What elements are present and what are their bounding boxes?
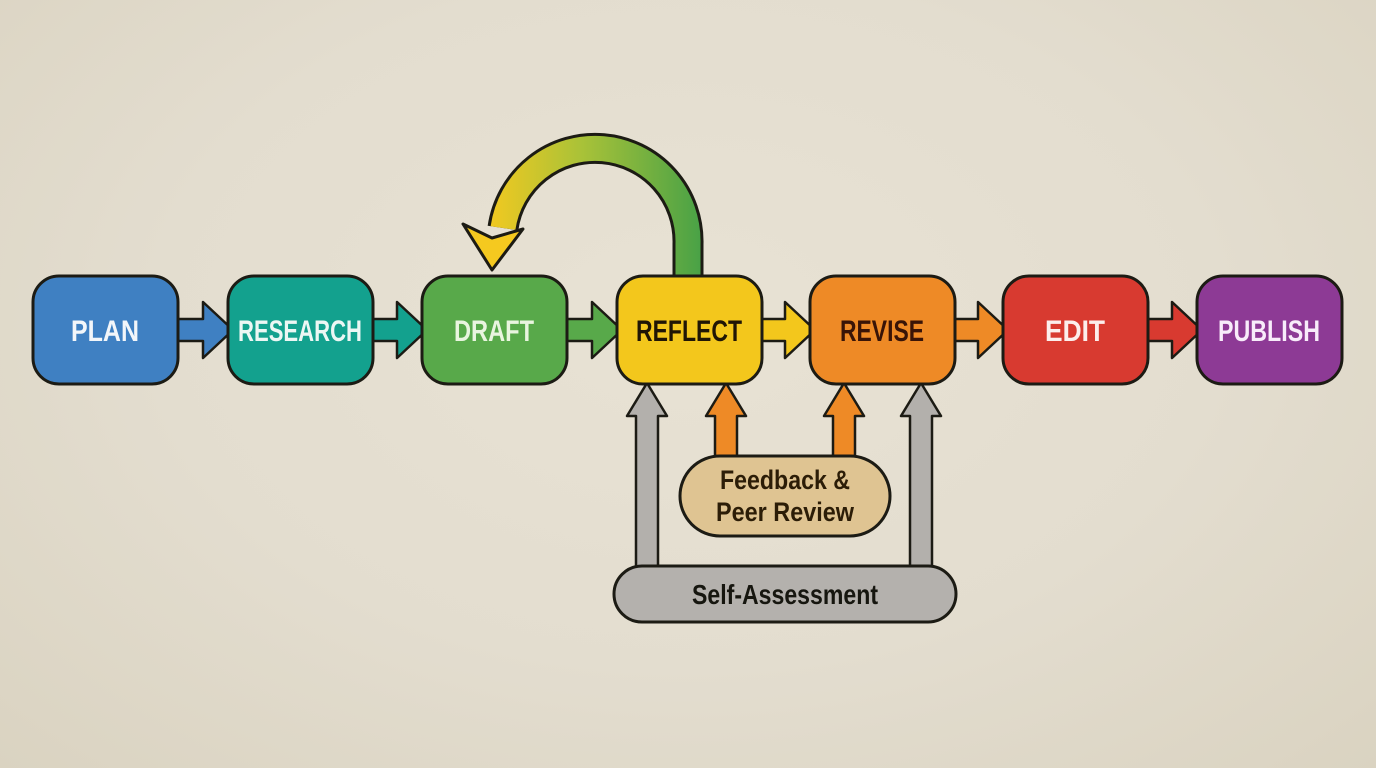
stage-reflect: REFLECT	[615, 274, 764, 386]
stage-publish-box	[1195, 274, 1344, 386]
loop-arrowhead-icon	[461, 222, 525, 272]
stage-edit-label: EDIT	[1045, 315, 1105, 348]
stage-plan: PLAN	[31, 274, 180, 386]
feedback-pill-label-line2: Peer Review	[716, 497, 855, 527]
stage-revise-box	[808, 274, 957, 386]
self-assessment-pill-shape	[612, 564, 958, 624]
stage-plan-label: PLAN	[71, 315, 139, 348]
feedback-pill-label-line1: Feedback &	[720, 465, 850, 495]
stage-research-box	[226, 274, 375, 386]
stage-research-label: RESEARCH	[238, 315, 362, 348]
self-assessment-pill: Self-Assessment	[612, 564, 958, 624]
stage-revise: REVISE	[808, 274, 957, 386]
stage-publish: PUBLISH	[1195, 274, 1344, 386]
stage-edit-box	[1001, 274, 1150, 386]
loop-arrow-reflect-to-draft	[461, 132, 704, 292]
arrow-feedback-to-revise-icon	[822, 381, 866, 466]
stage-research: RESEARCH	[226, 274, 375, 386]
arrow-feedback-to-reflect-icon	[704, 381, 748, 466]
stage-edit: EDIT	[1001, 274, 1150, 386]
stage-reflect-label: REFLECT	[636, 315, 742, 348]
arrow-self-assessment-to-reflect-icon	[625, 381, 669, 576]
self-assessment-pill-label: Self-Assessment	[692, 579, 878, 610]
stage-publish-label: PUBLISH	[1218, 315, 1320, 348]
stage-draft: DRAFT	[420, 274, 569, 386]
loop-arrow-body	[490, 135, 701, 292]
arrow-self-assessment-to-revise-icon	[899, 381, 943, 576]
stage-plan-box	[31, 274, 180, 386]
stage-reflect-box	[615, 274, 764, 386]
stage-draft-label: DRAFT	[454, 315, 534, 348]
feedback-peer-review-pill: Feedback & Peer Review	[678, 454, 892, 538]
stage-revise-label: REVISE	[840, 315, 924, 348]
stage-draft-box	[420, 274, 569, 386]
feedback-pill-shape	[678, 454, 892, 538]
